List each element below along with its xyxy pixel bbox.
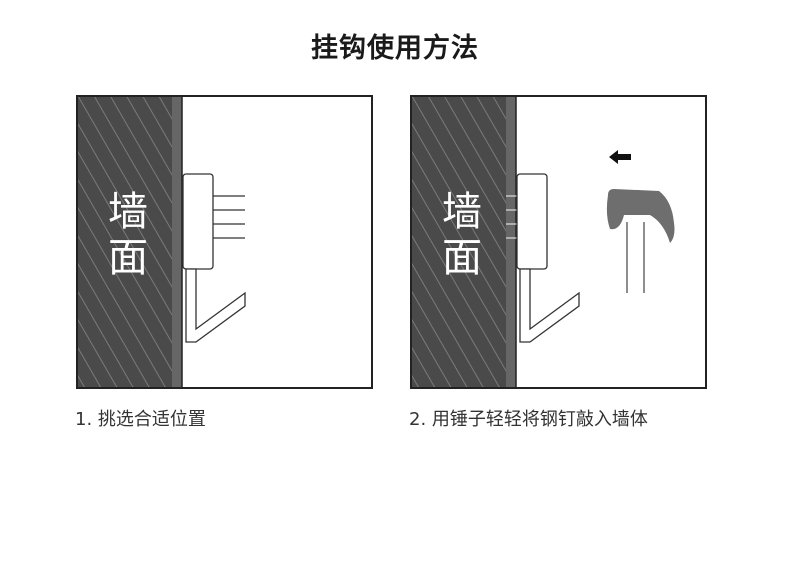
- wall-surface: [172, 97, 182, 387]
- step-2-caption: 2. 用锤子轻轻将钢钉敲入墙体: [409, 409, 648, 430]
- wall: [412, 97, 506, 387]
- step-2-illustration: 墙面: [410, 95, 707, 389]
- wall-label: 墙面: [442, 189, 482, 281]
- step-1-caption: 1. 挑选合适位置: [75, 409, 206, 430]
- nails: [213, 195, 245, 239]
- step-2-diagram: [412, 97, 675, 387]
- wall-label: 墙面: [108, 189, 148, 281]
- step-1-diagram: [78, 97, 246, 387]
- nails-in-wall: [506, 195, 518, 239]
- page-title: 挂钩使用方法: [311, 33, 479, 64]
- hook-icon: [182, 173, 246, 343]
- step-1-illustration: 墙面: [76, 95, 373, 389]
- hammer-icon: [606, 189, 675, 293]
- left-arrow-icon: [609, 150, 631, 164]
- hook-icon: [516, 173, 580, 343]
- wall-surface: [506, 97, 516, 387]
- wall: [78, 97, 172, 387]
